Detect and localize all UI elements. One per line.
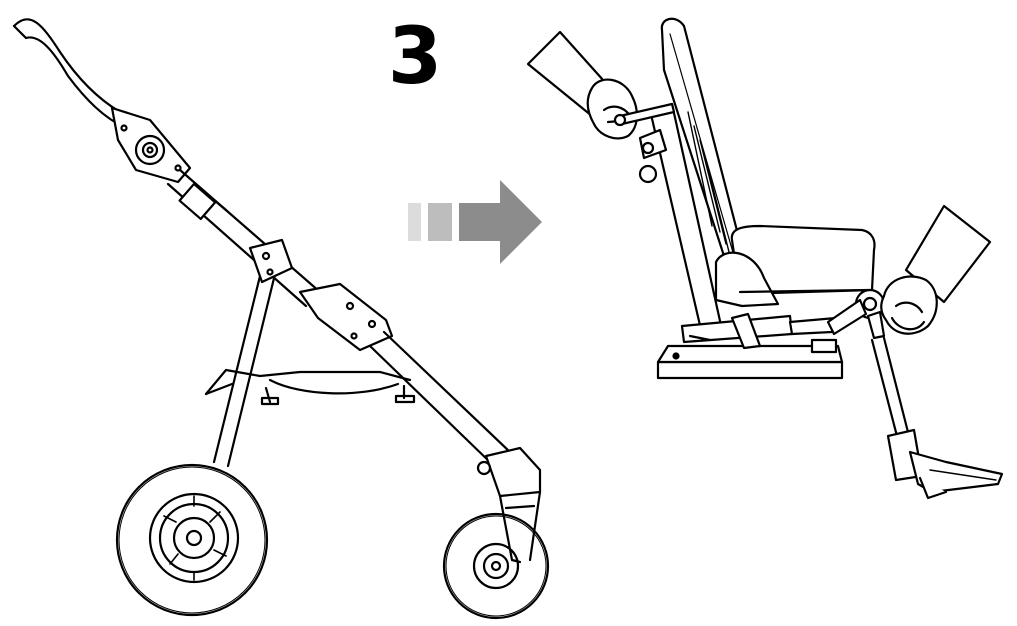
lower-hand [880, 204, 992, 335]
push-handle [12, 18, 128, 130]
seat-unit [526, 17, 1004, 500]
seat-mount-bracket [298, 282, 394, 352]
footrest [886, 428, 1004, 500]
main-tube [166, 168, 322, 308]
stroller-frame [12, 18, 550, 620]
seat-base-plate [656, 344, 844, 380]
fold-hinge [110, 106, 192, 184]
front-fork [476, 446, 542, 564]
legrest-hinge [826, 288, 886, 340]
front-wheel [442, 512, 550, 620]
rear-wheel [115, 463, 269, 617]
seat-frame [680, 312, 838, 354]
step-number: 3 [387, 12, 443, 102]
seat-cushion [714, 224, 876, 308]
rear-leg [212, 238, 294, 468]
under-basket [204, 368, 416, 406]
upper-hand [526, 30, 676, 160]
arrow-right-icon [408, 180, 542, 264]
legrest-tube [870, 336, 912, 442]
